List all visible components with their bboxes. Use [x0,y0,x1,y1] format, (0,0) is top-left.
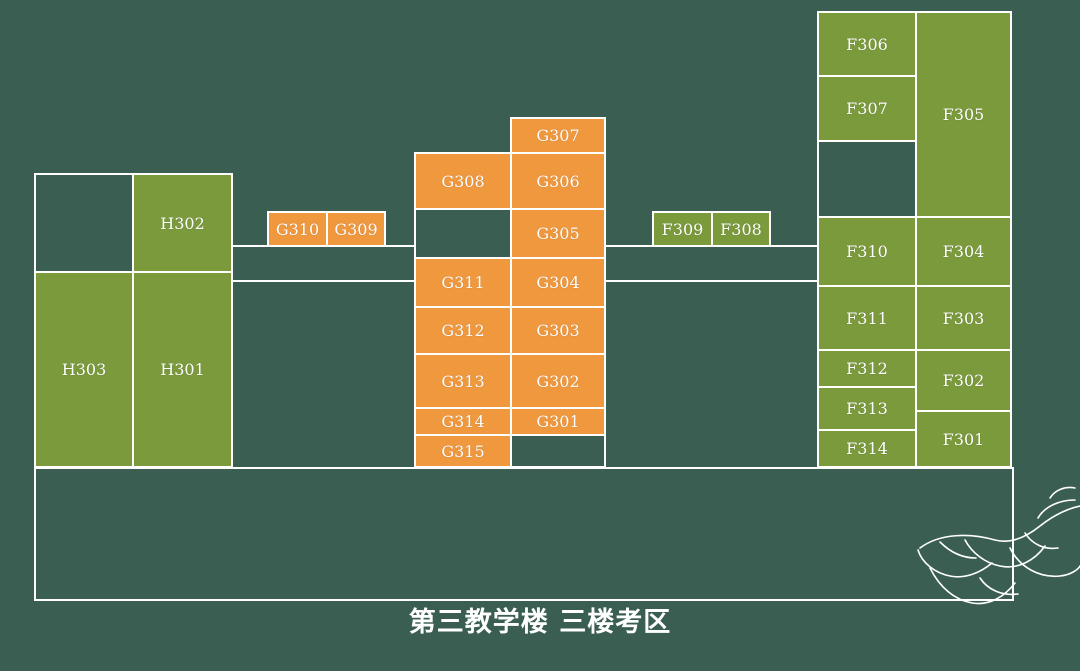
page-title: 第三教学楼 三楼考区 [408,607,672,638]
room-G315[interactable]: G315 [414,434,512,468]
room-F304[interactable]: F304 [915,216,1012,287]
room-F309[interactable]: F309 [652,211,713,247]
room-F312[interactable]: F312 [817,349,917,388]
room-G308[interactable]: G308 [414,152,512,210]
room-H303[interactable]: H303 [34,271,134,468]
leaf-sketch-icon [917,486,1080,605]
room-G313[interactable]: G313 [414,353,512,409]
room-G309[interactable]: G309 [326,211,386,247]
room-G306[interactable]: G306 [510,152,606,210]
room-H301[interactable]: H301 [132,271,233,468]
room-G310[interactable]: G310 [267,211,328,247]
room-F308[interactable]: F308 [711,211,771,247]
bridge-right-bottom [606,280,818,282]
room-F303[interactable]: F303 [915,285,1012,351]
room-F310[interactable]: F310 [817,216,917,287]
room-G314[interactable]: G314 [414,407,512,436]
room-F311[interactable]: F311 [817,285,917,351]
room-G303[interactable]: G303 [510,306,606,355]
room-G307[interactable]: G307 [510,117,606,154]
room-F313[interactable]: F313 [817,386,917,431]
room-G304[interactable]: G304 [510,257,606,308]
bottom-corridor [34,467,1014,601]
f-empty-space [817,140,917,218]
h-empty-space [34,173,134,273]
room-F302[interactable]: F302 [915,349,1012,412]
room-G301[interactable]: G301 [510,407,606,436]
room-H302[interactable]: H302 [132,173,233,273]
room-G311[interactable]: G311 [414,257,512,308]
room-G312[interactable]: G312 [414,306,512,355]
room-F314[interactable]: F314 [817,429,917,468]
room-F306[interactable]: F306 [817,11,917,77]
room-F307[interactable]: F307 [817,75,917,142]
g-empty-space [414,208,512,259]
room-G305[interactable]: G305 [510,208,606,259]
bridge-left-bottom [232,280,415,282]
g-bottom-empty [510,434,606,468]
room-F305[interactable]: F305 [915,11,1012,218]
room-F301[interactable]: F301 [915,410,1012,468]
room-G302[interactable]: G302 [510,353,606,409]
